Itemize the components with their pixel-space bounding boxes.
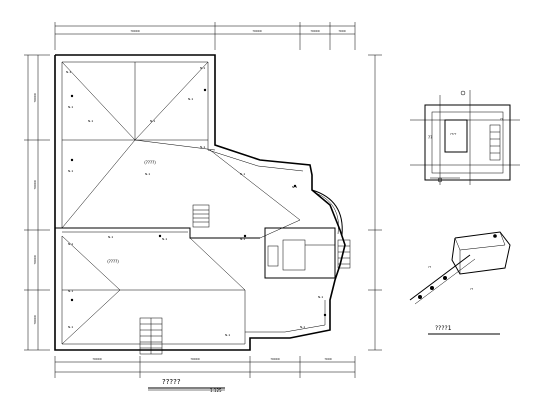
roof-plan-outline <box>54 54 346 351</box>
svg-text:N-1: N-1 <box>88 119 93 123</box>
svg-text:N-1: N-1 <box>318 295 323 299</box>
svg-text:N-1: N-1 <box>68 169 73 173</box>
room-label-lower: (????) <box>107 259 119 264</box>
top-dimension-chain: ?0000 ?0000 ?0000 ?000 <box>54 22 356 50</box>
svg-text:N-1: N-1 <box>145 172 150 176</box>
top-dim-1: ?0000 <box>130 29 139 33</box>
detail-top-label-3: ?? <box>500 117 504 121</box>
detail-top-right: ?? ???? ?? <box>410 90 520 185</box>
svg-text:N-1: N-1 <box>240 237 245 241</box>
svg-text:N-1: N-1 <box>68 289 73 293</box>
svg-text:N-1: N-1 <box>240 172 245 176</box>
detail-top-label-2: ???? <box>450 132 457 136</box>
svg-text:N-1: N-1 <box>300 325 305 329</box>
svg-text:N-1: N-1 <box>108 235 113 239</box>
curved-entrance <box>311 189 343 236</box>
detail-top-label-1: ?? <box>428 135 432 140</box>
left-dim-4: ?0000 <box>33 315 37 324</box>
left-dim-3: ?0000 <box>33 255 37 264</box>
room-label-upper: (????) <box>144 160 156 165</box>
drain-annotations: N-1 N-1 N-1 N-1 N-1 N-1 N-1 N-1 N-1 N-1 … <box>66 66 323 337</box>
plan-scale: 1:125 <box>210 388 222 393</box>
top-dim-3: ?0000 <box>310 29 319 33</box>
top-dim-4: ?000 <box>338 29 345 33</box>
svg-text:N-1: N-1 <box>200 66 205 70</box>
svg-text:??: ?? <box>470 287 474 291</box>
bottom-dim-2: ?0000 <box>190 357 199 361</box>
stair-lower <box>139 317 163 355</box>
svg-text:N-1: N-1 <box>225 333 230 337</box>
equipment-room <box>264 227 351 279</box>
top-dim-2: ?0000 <box>252 29 261 33</box>
stair-upper <box>192 204 210 228</box>
plan-title-block: ????? 1:125 <box>148 378 225 393</box>
left-dimension-chain: ?0000 ?0000 ?0000 ?0000 <box>24 54 50 351</box>
svg-text:??: ?? <box>428 265 432 269</box>
drain-markers <box>70 88 327 317</box>
bottom-dim-1: ?0000 <box>92 357 101 361</box>
svg-text:N-1: N-1 <box>68 105 73 109</box>
detail-bottom-right: ?? ?? ????1 <box>409 231 511 335</box>
left-dim-2: ?0000 <box>33 180 37 189</box>
bottom-dim-3: ?0000 <box>270 357 279 361</box>
svg-text:N-1: N-1 <box>162 237 167 241</box>
detail-bottom-title: ????1 <box>435 325 452 332</box>
svg-text:N-1: N-1 <box>200 145 205 149</box>
right-dimension-chain <box>368 54 382 351</box>
bottom-dimension-chain: ?0000 ?0000 ?0000 ?000 <box>54 356 356 378</box>
roof-ridge-lines <box>61 61 301 345</box>
svg-text:N-1: N-1 <box>66 70 71 74</box>
svg-text:N-1: N-1 <box>68 242 73 246</box>
svg-text:N-1: N-1 <box>68 325 73 329</box>
svg-text:N-1: N-1 <box>188 97 193 101</box>
left-dim-1: ?0000 <box>33 93 37 102</box>
svg-text:N-1: N-1 <box>150 119 155 123</box>
plan-title: ????? <box>162 378 181 386</box>
bottom-dim-4: ?000 <box>324 357 331 361</box>
